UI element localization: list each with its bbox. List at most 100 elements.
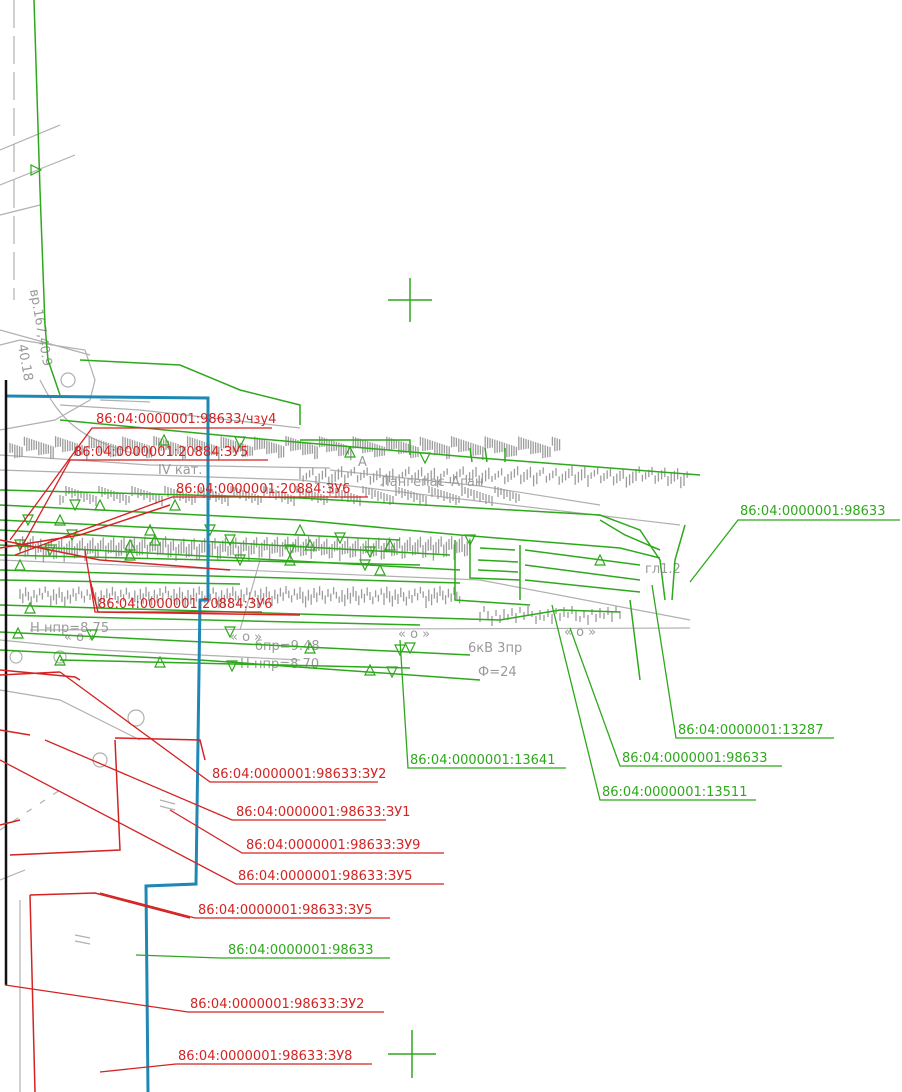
triangle-marker-icon — [86, 629, 98, 642]
base-line — [0, 204, 41, 216]
leader-line — [4, 984, 384, 1013]
green-boundary — [79, 359, 301, 425]
triangle-marker-icon — [344, 445, 356, 458]
green-boundary — [0, 569, 461, 584]
green-parcel-labels: 86:04:0000001:98633 86:04:0000001:13287 … — [228, 504, 885, 958]
leader-line — [99, 1063, 372, 1073]
leader-line — [19, 459, 268, 551]
survey-markers — [12, 164, 606, 679]
parcel-label-green: 86:04:0000001:13641 — [410, 753, 555, 768]
grid-cross-markers — [388, 278, 436, 1078]
height-label-2: 40.18 — [14, 343, 35, 382]
green-boundary — [0, 614, 421, 626]
gl-label: гл1.2 — [645, 562, 681, 577]
red-parcel-labels: 86:04:0000001:98633/чзу4 86:04:0000001:2… — [74, 412, 420, 1064]
base-line — [0, 639, 301, 661]
green-boundary — [0, 544, 461, 571]
base-line — [74, 940, 91, 945]
triangle-marker-icon — [404, 642, 416, 655]
green-boundary — [469, 540, 521, 581]
base-map — [0, 0, 691, 1092]
triangle-marker-icon — [284, 544, 296, 557]
parcel-label-green: 86:04:0000001:98633 — [740, 504, 885, 519]
triangle-marker-icon — [224, 534, 236, 547]
red-parcel-lines — [0, 504, 301, 1092]
well-symbol — [92, 752, 108, 768]
triangle-marker-icon — [124, 548, 136, 561]
base-line — [74, 934, 91, 939]
leader-line — [14, 496, 368, 556]
parcel-label-red: 86:04:0000001:98633:ЗУ5 — [238, 869, 412, 884]
green-boundary — [519, 545, 641, 600]
triangle-marker-icon — [149, 533, 161, 546]
green-boundary — [0, 631, 471, 656]
green-boundary — [0, 554, 421, 566]
triangle-marker-icon — [169, 498, 181, 511]
base-line — [0, 689, 141, 741]
well-symbol — [9, 650, 23, 664]
parcel-label-red: 86:04:0000001:98633:ЗУ2 — [212, 767, 386, 782]
leader-line — [569, 627, 782, 767]
triangle-marker-icon — [304, 538, 316, 551]
parcel-label-red: 86:04:0000001:20884:ЗУ6 — [98, 597, 272, 612]
red-boundary — [0, 504, 171, 549]
red-boundary — [9, 739, 121, 856]
green-parcel-lines — [0, 0, 701, 681]
road-category: IV кат. — [158, 463, 202, 478]
base-line — [159, 805, 176, 811]
basemap-text: вр.167,40.9 40.18 IV кат. А Лангепас–Ага… — [14, 288, 681, 680]
base-line — [39, 379, 141, 456]
base-line — [99, 399, 151, 403]
leader-line — [689, 519, 900, 583]
leader-line — [9, 427, 272, 541]
well-symbol — [53, 650, 67, 664]
base-line — [0, 154, 76, 186]
triangle-marker-icon — [54, 513, 66, 526]
grid-cross-icon — [388, 278, 432, 322]
leader-line — [651, 584, 834, 739]
leader-line — [44, 739, 386, 821]
well-symbol — [60, 372, 76, 388]
green-boundary — [671, 524, 686, 601]
triangle-marker-icon — [24, 601, 36, 614]
triangle-marker-icon — [234, 554, 246, 567]
base-line — [0, 869, 26, 881]
triangle-marker-icon — [69, 499, 81, 512]
green-boundary — [300, 439, 411, 455]
parcel-label-red: 86:04:0000001:20884:ЗУ5 — [74, 445, 248, 460]
parcel-label-red: 86:04:0000001:98633:ЗУ9 — [246, 838, 420, 853]
flow-symbol: « о » — [230, 630, 262, 645]
triangle-marker-icon — [14, 558, 26, 571]
road-letter: А — [358, 455, 367, 470]
cable-label: 6кВ 3пр — [468, 641, 522, 656]
red-boundary — [0, 819, 21, 826]
green-boundary — [0, 519, 401, 541]
triangle-marker-icon — [594, 553, 606, 566]
red-boundary — [0, 539, 231, 571]
flow-symbol: « о » — [564, 625, 596, 640]
triangle-marker-icon — [374, 563, 386, 576]
leader-line — [169, 809, 444, 854]
base-line — [0, 559, 691, 621]
triangle-marker-icon — [419, 452, 431, 465]
red-boundary — [114, 737, 206, 761]
base-line — [0, 339, 96, 431]
leader-line — [99, 892, 390, 919]
parcel-label-red: 86:04:0000001:98633/чзу4 — [96, 412, 276, 427]
parcel-label-green: 86:04:0000001:13287 — [678, 723, 823, 738]
npr-label: нпр=8.75 — [44, 621, 109, 636]
triangle-marker-icon — [384, 538, 396, 551]
triangle-marker-icon — [364, 546, 376, 559]
red-callouts — [0, 427, 444, 1073]
base-line — [0, 469, 681, 526]
parcel-label-red: 86:04:0000001:98633:ЗУ8 — [178, 1049, 352, 1064]
triangle-marker-icon — [144, 523, 156, 536]
green-boundary — [0, 579, 241, 585]
triangle-marker-icon — [294, 523, 306, 536]
triangle-marker-icon — [224, 626, 236, 639]
triangle-marker-icon — [154, 655, 166, 668]
triangle-marker-icon — [94, 498, 106, 511]
well-symbol — [127, 709, 145, 727]
leader-line — [399, 639, 566, 769]
